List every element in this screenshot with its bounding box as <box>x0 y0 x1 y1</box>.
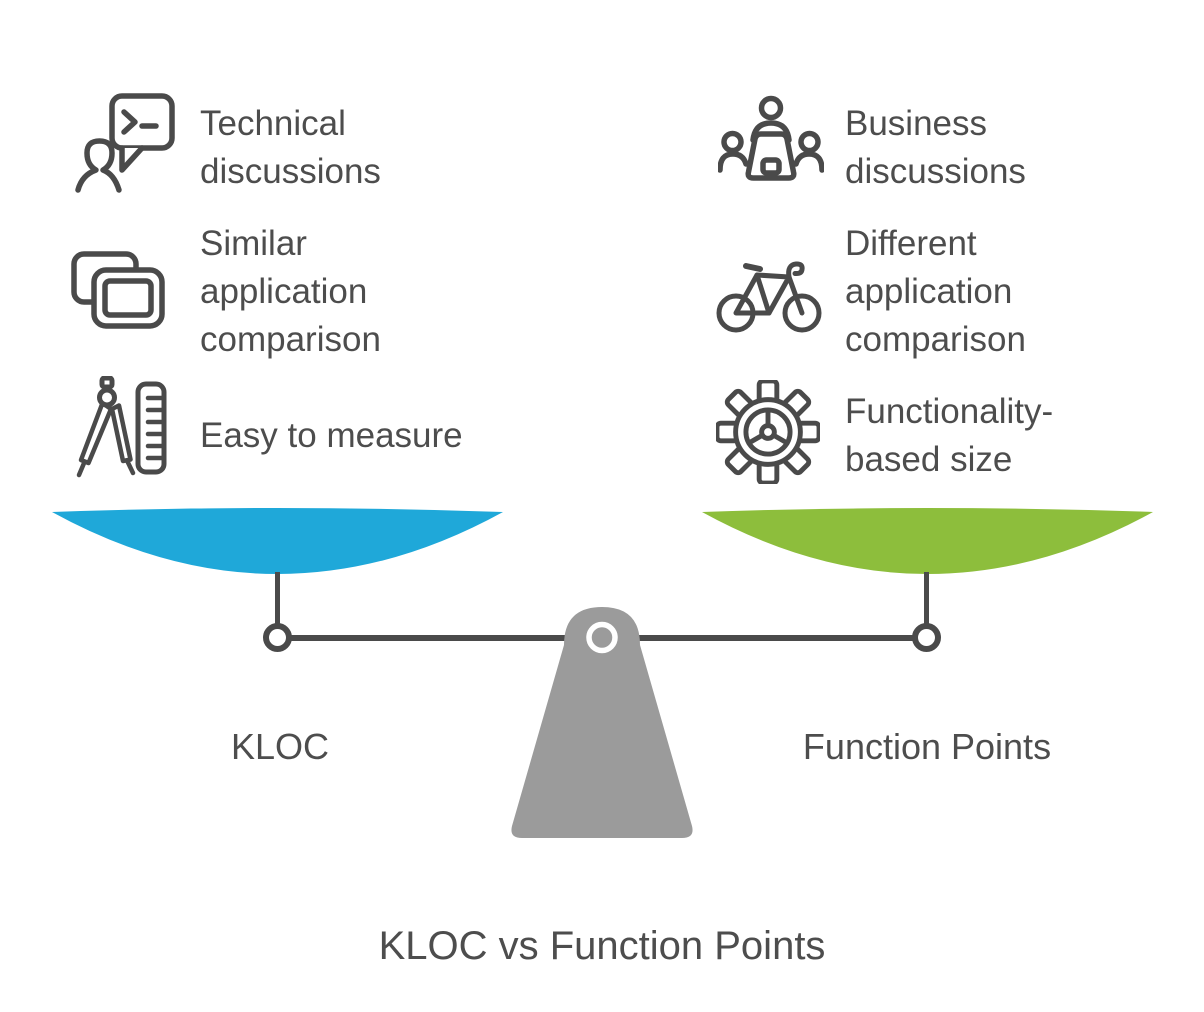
fulcrum <box>511 607 693 838</box>
benefit-item: Similar application comparison <box>200 220 381 364</box>
benefit-line: comparison <box>845 320 1026 359</box>
left-pan-stem <box>275 572 280 626</box>
benefit-label: Different application comparison <box>845 220 1026 364</box>
right-pivot-ring <box>912 623 941 652</box>
benefit-label: Business discussions <box>845 100 1026 196</box>
benefit-label: Functionality- based size <box>845 388 1053 484</box>
benefit-line: Business <box>845 104 988 143</box>
kloc-label: KLOC <box>230 726 330 767</box>
benefit-line: application <box>845 272 1013 311</box>
kloc-pan <box>52 508 503 574</box>
benefit-line: Different <box>845 224 977 263</box>
different-application-icon <box>716 261 822 333</box>
benefit-line: Functionality- <box>845 392 1054 431</box>
benefit-item: Easy to measure <box>200 412 463 460</box>
page-title: KLOC vs Function Points <box>378 924 826 968</box>
right-pan-stem <box>924 572 929 626</box>
easy-to-measure-icon <box>76 376 167 478</box>
benefit-line: based size <box>845 440 1013 479</box>
benefit-item: Technical discussions <box>200 100 381 196</box>
function-points-pan <box>702 508 1153 574</box>
benefit-item: Functionality- based size <box>845 388 1053 484</box>
benefit-line: discussions <box>200 152 381 191</box>
benefit-line: Technical <box>200 104 346 143</box>
benefit-line: Easy to measure <box>200 416 463 455</box>
similar-application-icon <box>71 251 165 329</box>
benefit-label: Similar application comparison <box>200 220 381 364</box>
fulcrum-ring-icon <box>586 621 618 654</box>
benefit-label: Technical discussions <box>200 100 381 196</box>
function-points-label: Function Points <box>802 726 1052 767</box>
business-discussions-icon <box>718 95 824 181</box>
left-pivot-ring <box>263 623 292 652</box>
benefit-line: comparison <box>200 320 381 359</box>
benefit-item: Business discussions <box>845 100 1026 196</box>
benefit-label: Easy to measure <box>200 412 463 460</box>
benefit-line: Similar <box>200 224 307 263</box>
functionality-based-size-icon <box>716 380 820 484</box>
benefit-line: discussions <box>845 152 1026 191</box>
benefit-line: application <box>200 272 368 311</box>
benefit-item: Different application comparison <box>845 220 1026 364</box>
technical-discussions-icon <box>75 93 175 193</box>
